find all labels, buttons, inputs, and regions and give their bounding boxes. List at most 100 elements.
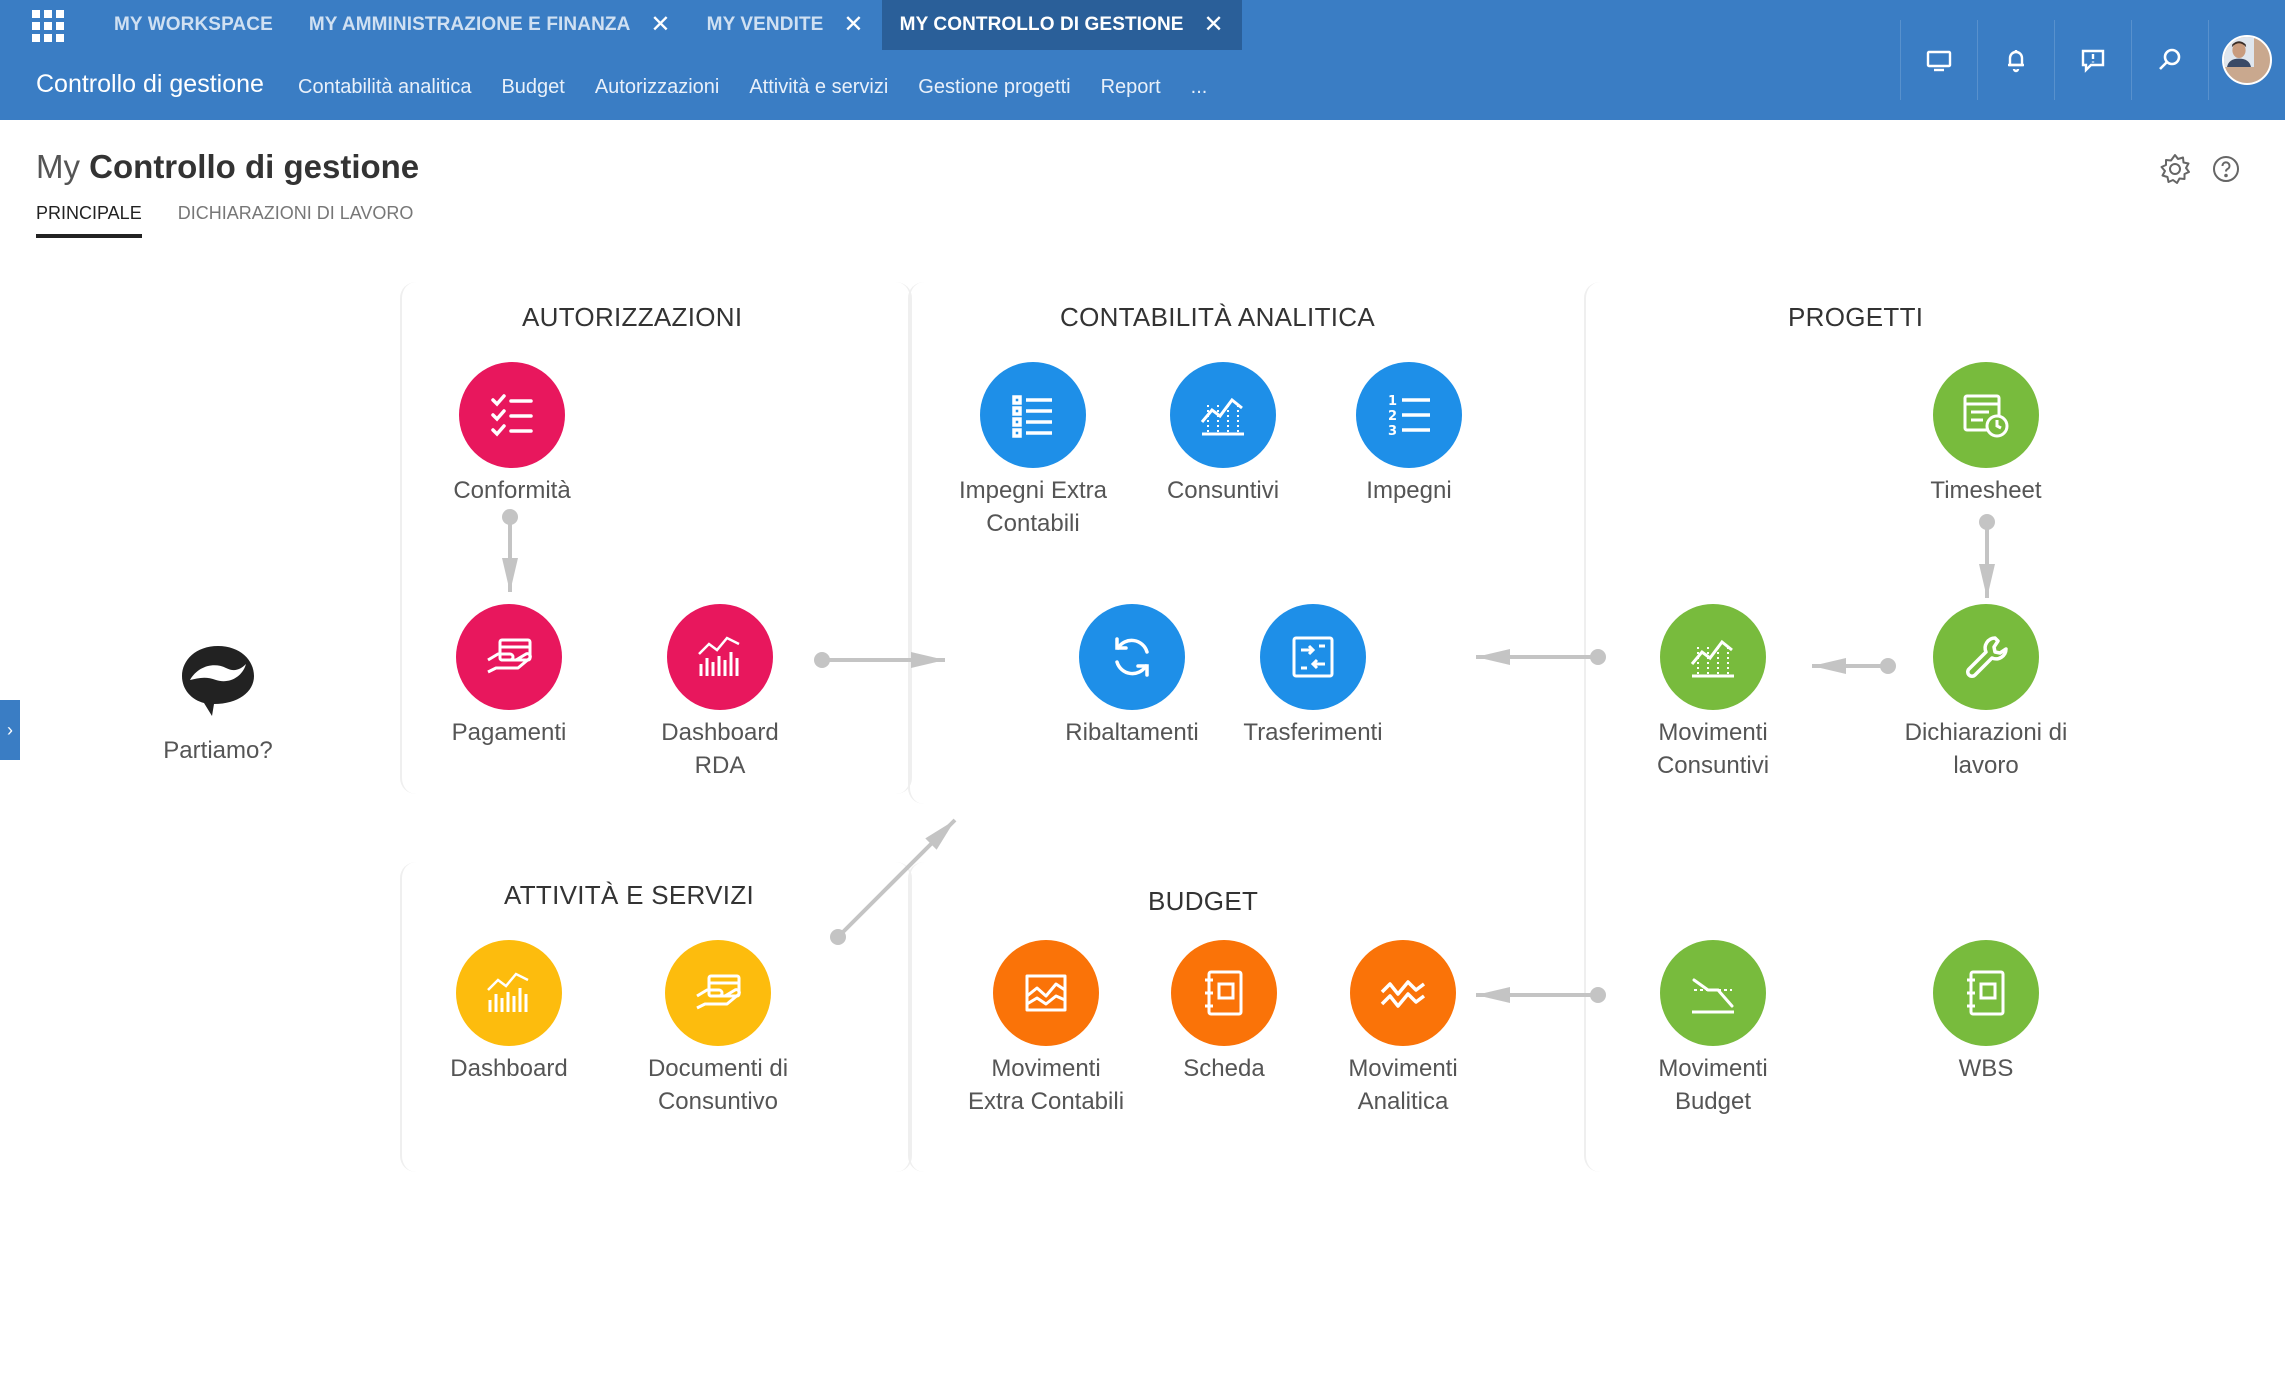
start-label: Partiamo? xyxy=(163,737,273,764)
node-dashboard[interactable]: Dashboard xyxy=(399,940,619,1085)
node-trasferimenti[interactable]: Trasferimenti xyxy=(1203,604,1423,749)
tab-label: MY VENDITE xyxy=(706,14,824,35)
tab-my-controllo-di-gestione[interactable]: MY CONTROLLO DI GESTIONE ✕ xyxy=(881,0,1242,50)
close-icon[interactable]: ✕ xyxy=(1203,11,1224,38)
avatar-image xyxy=(2224,37,2254,67)
menu-item-contabilita-analitica[interactable]: Contabilità analitica xyxy=(298,76,472,98)
wbs-button[interactable] xyxy=(1933,940,2039,1046)
node-ribaltamenti[interactable]: Ribaltamenti xyxy=(1022,604,1242,749)
impegni-extra-contabili-button[interactable] xyxy=(980,362,1086,468)
node-documenti-di-consuntivo[interactable]: Documenti di Consuntivo xyxy=(608,940,828,1118)
feedback-button[interactable] xyxy=(2054,20,2131,100)
node-label: Conformità xyxy=(453,477,571,504)
svg-text:1: 1 xyxy=(1388,394,1397,409)
scheda-button[interactable] xyxy=(1171,940,1277,1046)
module-menu: Contabilità analitica Budget Autorizzazi… xyxy=(298,76,1237,99)
tab-label: MY WORKSPACE xyxy=(114,14,273,35)
conformita-button[interactable] xyxy=(459,362,565,468)
search-button[interactable] xyxy=(2131,20,2208,100)
user-menu[interactable] xyxy=(2208,20,2285,100)
close-icon[interactable]: ✕ xyxy=(843,11,864,38)
list-icon xyxy=(1012,395,1052,438)
movimenti-consuntivi-button[interactable] xyxy=(1660,604,1766,710)
node-label: Impegni Extra Contabili xyxy=(958,477,1108,537)
monitor-icon xyxy=(1926,50,1952,72)
help-icon[interactable] xyxy=(2211,154,2241,184)
panel-contabilita-analitica xyxy=(908,282,1588,804)
notebook-icon xyxy=(1967,970,2005,1016)
node-label: WBS xyxy=(1958,1055,2014,1082)
node-label: Movimenti Analitica xyxy=(1348,1055,1458,1115)
node-consuntivi[interactable]: Consuntivi xyxy=(1113,362,1333,507)
node-dichiarazioni-di-lavoro[interactable]: Dichiarazioni di lavoro xyxy=(1876,604,2096,782)
timesheet-button[interactable] xyxy=(1933,362,2039,468)
movimenti-analitica-button[interactable] xyxy=(1350,940,1456,1046)
node-label: Dashboard RDA xyxy=(661,719,779,779)
wrench-icon xyxy=(1966,636,2008,678)
tab-my-vendite[interactable]: MY VENDITE ✕ xyxy=(689,0,882,50)
menu-item-attivita-e-servizi[interactable]: Attività e servizi xyxy=(749,76,889,98)
trend-chart-icon xyxy=(1200,397,1244,436)
trasferimenti-button[interactable] xyxy=(1260,604,1366,710)
side-panel-toggle[interactable]: › xyxy=(0,700,20,760)
page-tabs: PRINCIPALE DICHIARAZIONI DI LAVORO xyxy=(36,203,449,238)
impegni-button[interactable]: 1 2 3 xyxy=(1356,362,1462,468)
tab-my-workspace[interactable]: MY WORKSPACE xyxy=(96,0,291,50)
tab-my-amministrazione-e-finanza[interactable]: MY AMMINISTRAZIONE E FINANZA ✕ xyxy=(291,0,689,50)
ribaltamenti-button[interactable] xyxy=(1079,604,1185,710)
dashboard-button[interactable] xyxy=(456,940,562,1046)
monitor-button[interactable] xyxy=(1900,20,1977,100)
node-dashboard-rda[interactable]: Dashboard RDA xyxy=(610,604,830,782)
search-icon xyxy=(2159,48,2181,70)
documenti-di-consuntivo-button[interactable] xyxy=(665,940,771,1046)
section-title-progetti: PROGETTI xyxy=(1788,302,1924,332)
menu-item-more[interactable]: ... xyxy=(1190,76,1208,98)
gear-icon[interactable] xyxy=(2158,152,2192,186)
avatar[interactable] xyxy=(2222,35,2272,85)
node-label: Movimenti Consuntivi xyxy=(1656,719,1770,779)
node-movimenti-analitica[interactable]: Movimenti Analitica xyxy=(1293,940,1513,1118)
tab-label: MY CONTROLLO DI GESTIONE xyxy=(899,14,1184,35)
svg-text:2: 2 xyxy=(1388,409,1397,424)
node-impegni-extra-contabili[interactable]: Impegni Extra Contabili xyxy=(923,362,1143,540)
notifications-button[interactable] xyxy=(1977,20,2054,100)
menu-item-autorizzazioni[interactable]: Autorizzazioni xyxy=(594,76,720,98)
dashboard-rda-button[interactable] xyxy=(667,604,773,710)
menu-item-report[interactable]: Report xyxy=(1100,76,1161,98)
node-movimenti-consuntivi[interactable]: Movimenti Consuntivi xyxy=(1603,604,1823,782)
node-label: Movimenti Budget xyxy=(1658,1055,1768,1115)
page-title-prefix: My xyxy=(36,148,80,185)
top-bar: MY WORKSPACE MY AMMINISTRAZIONE E FINANZ… xyxy=(0,0,2285,120)
bar-chart-icon xyxy=(487,972,529,1012)
consuntivi-button[interactable] xyxy=(1170,362,1276,468)
start-node[interactable]: Partiamo? xyxy=(118,640,318,767)
apps-grid-icon[interactable] xyxy=(32,10,64,42)
workspace-tabs: MY WORKSPACE MY AMMINISTRAZIONE E FINANZ… xyxy=(96,0,1242,50)
tab-principale[interactable]: PRINCIPALE xyxy=(36,203,142,238)
node-label: Consuntivi xyxy=(1166,477,1280,504)
node-wbs[interactable]: WBS xyxy=(1876,940,2096,1085)
movimenti-extra-contabili-button[interactable] xyxy=(993,940,1099,1046)
node-pagamenti[interactable]: Pagamenti xyxy=(399,604,619,749)
payment-hand-icon xyxy=(696,974,741,1010)
node-scheda[interactable]: Scheda xyxy=(1114,940,1334,1085)
movimenti-budget-button[interactable] xyxy=(1660,940,1766,1046)
close-icon[interactable]: ✕ xyxy=(650,11,671,38)
tab-dichiarazioni-di-lavoro[interactable]: DICHIARAZIONI DI LAVORO xyxy=(177,203,414,223)
refresh-icon xyxy=(1115,637,1149,677)
node-impegni[interactable]: 1 2 3 Impegni xyxy=(1299,362,1519,507)
tab-label: MY AMMINISTRAZIONE E FINANZA xyxy=(308,14,631,35)
node-conformita[interactable]: Conformità xyxy=(402,362,622,507)
node-movimenti-extra-contabili[interactable]: Movimenti Extra Contabili xyxy=(936,940,1156,1118)
checklist-icon xyxy=(491,394,533,437)
menu-item-budget[interactable]: Budget xyxy=(501,76,565,98)
module-title[interactable]: Controllo di gestione xyxy=(36,70,264,98)
panel-attivita-e-servizi xyxy=(400,862,912,1172)
dichiarazioni-di-lavoro-button[interactable] xyxy=(1933,604,2039,710)
menu-item-gestione-progetti[interactable]: Gestione progetti xyxy=(918,76,1071,98)
node-label: Scheda xyxy=(1183,1055,1265,1082)
pagamenti-button[interactable] xyxy=(456,604,562,710)
node-movimenti-budget[interactable]: Movimenti Budget xyxy=(1603,940,1823,1118)
node-timesheet[interactable]: Timesheet xyxy=(1876,362,2096,507)
node-label: Timesheet xyxy=(1930,477,2042,504)
